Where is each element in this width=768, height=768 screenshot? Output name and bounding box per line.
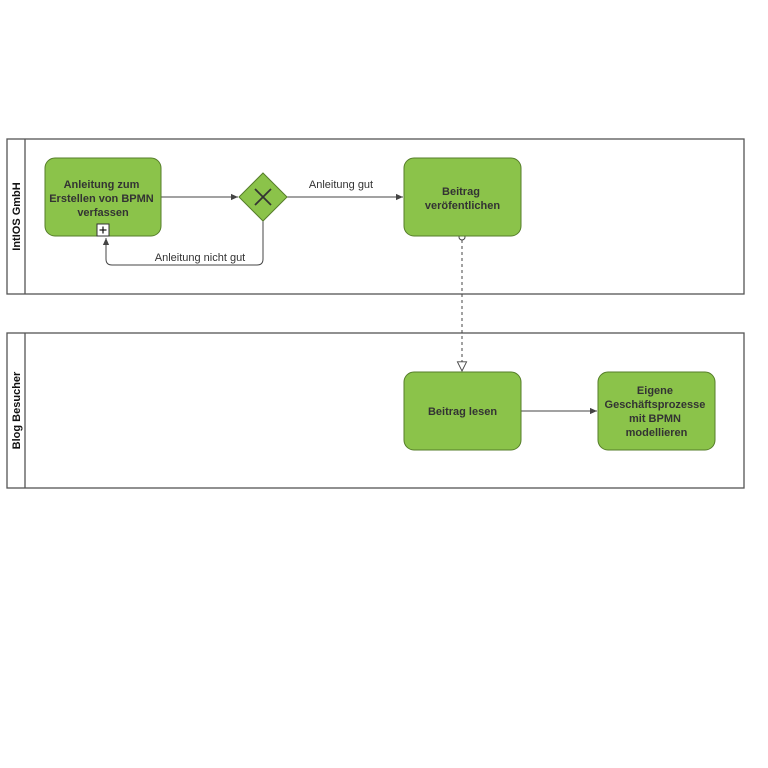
task-anleitung-line-1: Anleitung zum (64, 179, 140, 191)
task-eigene[interactable]: Eigene Geschäftsprozesse mit BPMN modell… (597, 371, 716, 451)
edge-gateway-loop-back[interactable]: Anleitung nicht gut (102, 221, 264, 266)
task-beitrag-lesen-line-1: Beitrag lesen (428, 406, 497, 418)
task-eigene-line-4: modellieren (626, 427, 688, 439)
svg-text:Beitrag veröfentlichen: Beitrag veröfentlichen (425, 186, 500, 212)
gateway-exclusive[interactable] (238, 172, 288, 222)
task-beitrag-veroeffentlichen[interactable]: Beitrag veröfentlichen (403, 157, 522, 237)
pool-label-initios: IntIOS GmbH (11, 182, 23, 251)
task-eigene-line-1: Eigene (637, 385, 673, 397)
task-beitrag-lesen[interactable]: Beitrag lesen (403, 371, 522, 451)
task-beitrag-veroeffentlichen-line-2: veröfentlichen (425, 200, 500, 212)
task-beitrag-veroeffentlichen-line-1: Beitrag (442, 186, 480, 198)
task-anleitung[interactable]: Anleitung zum Erstellen von BPMN verfass… (44, 157, 162, 237)
edge-gateway-to-beitrag[interactable]: Anleitung gut (287, 179, 403, 201)
task-eigene-line-3: mit BPMN (629, 413, 681, 425)
exclusive-x-icon (254, 188, 272, 206)
plus-icon[interactable] (96, 223, 110, 237)
edge-label-anleitung-gut: Anleitung gut (309, 179, 373, 191)
pool-label-blog: Blog Besucher (11, 371, 23, 449)
svg-text:Beitrag lesen: Beitrag lesen (428, 406, 497, 418)
task-eigene-line-2: Geschäftsprozesse (605, 399, 706, 411)
task-anleitung-line-2: Erstellen von BPMN (49, 193, 154, 205)
edge-label-anleitung-nicht-gut: Anleitung nicht gut (155, 252, 246, 264)
task-anleitung-line-3: verfassen (77, 207, 129, 219)
svg-text:Anleitung zum Erstellen: Anleitung zum Erstellen von BPMN verfass… (49, 179, 157, 219)
svg-text:Eigene Geschäftsprozesse: Eigene Geschäftsprozesse mit BPMN modell… (605, 385, 709, 439)
